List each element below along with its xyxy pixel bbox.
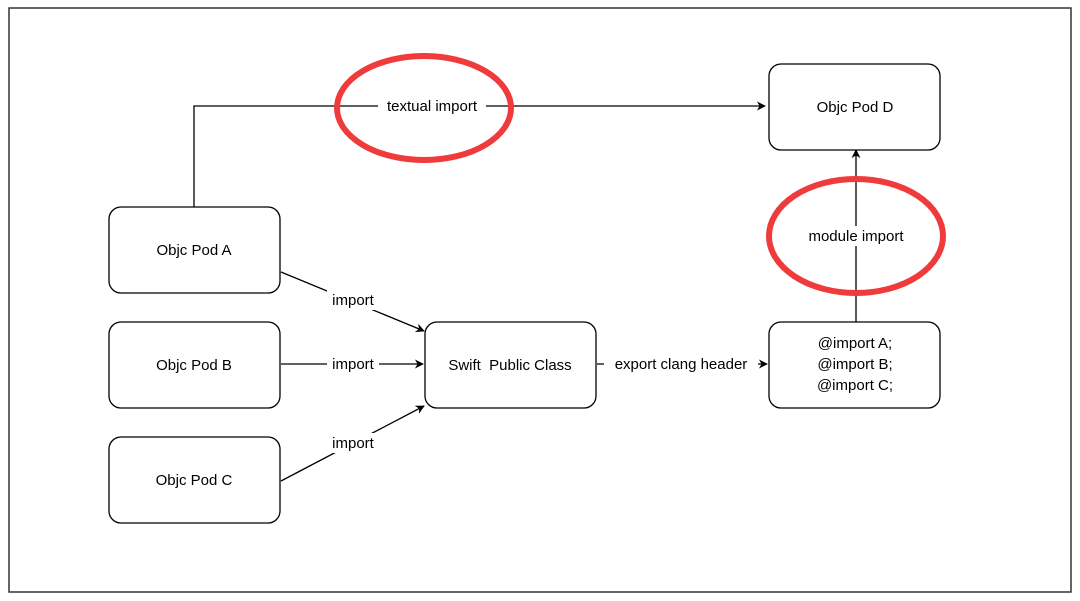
- node-objc-pod-b-label: Objc Pod B: [156, 357, 232, 374]
- node-objc-pod-c-label: Objc Pod C: [156, 472, 233, 489]
- label-import-a-text: import: [332, 292, 375, 309]
- highlight-module-import: [766, 176, 946, 296]
- node-objc-pod-c[interactable]: Objc Pod C: [108, 436, 281, 524]
- label-import-c-text: import: [332, 435, 375, 452]
- label-textual-import: textual import: [378, 96, 486, 116]
- node-swift-public-class-label: Swift Public Class: [448, 357, 571, 374]
- node-module-import-a: @import A;: [818, 335, 892, 352]
- node-swift-public-class[interactable]: Swift Public Class: [424, 321, 597, 409]
- label-textual-import-text: textual import: [387, 98, 478, 115]
- label-module-import: module import: [798, 226, 914, 246]
- label-import-c: import: [327, 433, 379, 453]
- highlight-textual-import: [334, 53, 514, 163]
- node-objc-pod-d[interactable]: Objc Pod D: [768, 63, 941, 151]
- edge-a-to-d: [193, 101, 766, 207]
- label-import-b: import: [327, 354, 379, 374]
- label-import-b-text: import: [332, 356, 375, 373]
- node-module-import-b: @import B;: [817, 356, 892, 373]
- label-module-import-text: module import: [808, 228, 904, 245]
- node-objc-pod-d-label: Objc Pod D: [817, 99, 894, 116]
- node-objc-pod-a[interactable]: Objc Pod A: [108, 206, 281, 294]
- label-import-a: import: [327, 290, 379, 310]
- label-export-clang-header-text: export clang header: [615, 356, 748, 373]
- node-objc-pod-b[interactable]: Objc Pod B: [108, 321, 281, 409]
- node-module-import-c: @import C;: [817, 377, 893, 394]
- edge-a-to-d-line: [193, 101, 766, 207]
- node-module-imports[interactable]: @import A; @import B; @import C;: [768, 321, 941, 409]
- node-objc-pod-a-label: Objc Pod A: [156, 242, 231, 259]
- label-export-clang-header: export clang header: [604, 354, 758, 374]
